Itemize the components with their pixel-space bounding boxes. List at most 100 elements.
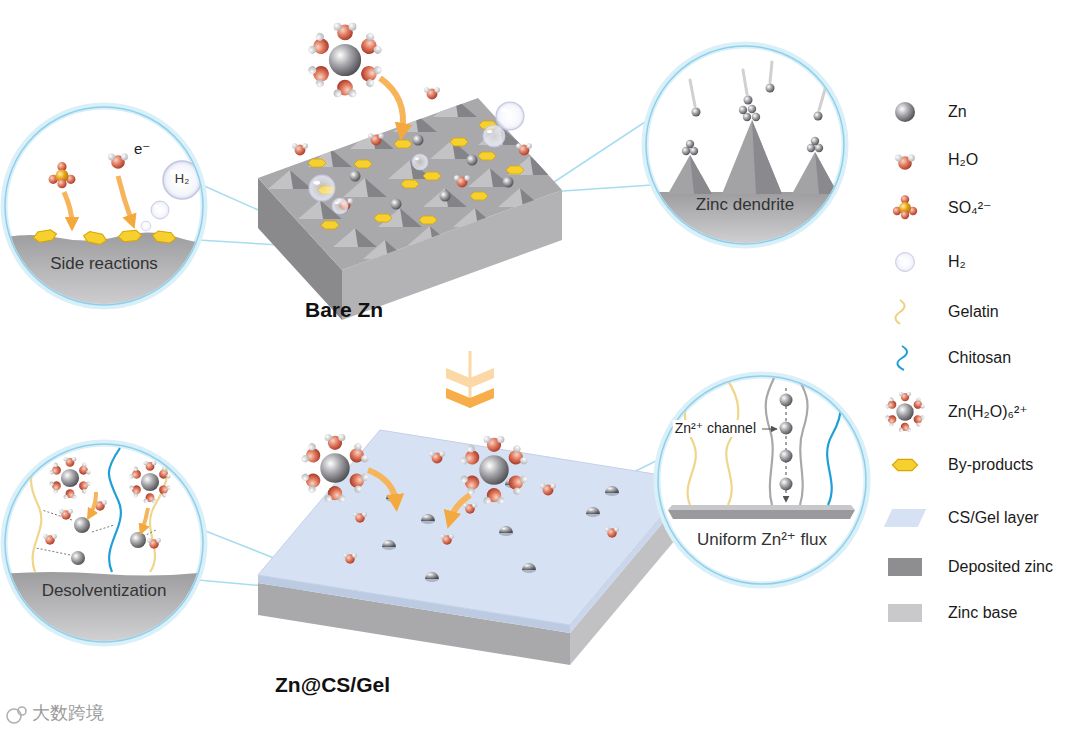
legend-swatch — [884, 509, 926, 527]
callout-circle-ground — [4, 45, 867, 643]
legend-label: By-products — [948, 455, 1033, 475]
desolvation-scene — [74, 517, 90, 533]
ion-channel-scene — [726, 378, 739, 505]
dendrite-scene — [743, 70, 747, 94]
callout-circle-outline — [645, 45, 845, 245]
watermark-logo — [18, 707, 26, 715]
ion-channel-scene — [780, 394, 793, 407]
desolvation-scene — [36, 510, 156, 555]
legend-label: H₂ — [948, 252, 966, 272]
water-molecule — [292, 143, 308, 155]
dendrite-scene — [690, 62, 826, 110]
water-molecule — [424, 87, 440, 99]
bare-zinc-slab — [268, 170, 312, 189]
deposition-arrow — [450, 495, 470, 520]
by-product-flake — [423, 172, 441, 180]
desolvation-scene — [42, 510, 72, 520]
legend-icon — [895, 155, 915, 170]
process-arrow — [469, 351, 472, 408]
callout-title: Desolventization — [42, 581, 167, 601]
by-product-flake — [354, 160, 372, 168]
zinc-atom — [350, 171, 361, 182]
electrode-slab: Bare Zn — [255, 95, 645, 350]
electron-label: e⁻ — [134, 140, 150, 158]
zoom-callout-circle: Side reactions — [4, 106, 204, 306]
dendrite-scene — [640, 62, 852, 252]
water-molecule — [463, 503, 477, 514]
deposited-zinc-grain — [499, 526, 513, 536]
dendrite-scene — [792, 152, 838, 194]
desolvation-scene — [129, 461, 172, 503]
water-molecule — [368, 133, 384, 145]
by-product-flake — [394, 140, 412, 148]
legend-label: Zn(H₂O)₆²⁺ — [948, 402, 1028, 422]
bare-zinc-slab — [268, 98, 552, 259]
hydrogen-bubble — [309, 175, 335, 201]
by-product-flake — [419, 216, 437, 224]
hydrated-zinc-ion — [307, 23, 383, 98]
electrode-slab: Zn@CS/Gel — [255, 410, 695, 710]
desolvation-scene — [43, 534, 57, 545]
ion-channel-scene — [780, 422, 793, 435]
legend-label: Deposited zinc — [948, 557, 1053, 577]
by-product-flake — [308, 121, 524, 229]
callout-title: Side reactions — [50, 254, 158, 274]
water-molecule — [292, 87, 532, 210]
deposition-arrow — [368, 470, 396, 503]
hydrated-zinc-ion — [459, 436, 528, 504]
zoom-callout-circle: Uniform Zn²⁺ flux — [657, 375, 867, 585]
ion-channel-scene — [668, 510, 855, 519]
coated-zinc-slab — [258, 430, 692, 625]
callout-circle-outline — [5, 107, 203, 305]
bare-zinc-slab — [343, 178, 387, 197]
electrode-label: Zn@CS/Gel — [275, 672, 390, 697]
legend-icon — [885, 392, 926, 432]
by-product-flake — [308, 159, 326, 167]
watermark-logo — [7, 707, 26, 723]
coated-zinc-slab — [258, 430, 692, 665]
desolvation-scene — [130, 532, 146, 548]
by-product-flake — [321, 221, 339, 229]
callout-circle-outline — [657, 375, 867, 585]
zoom-callout-circle: Zinc dendrite — [645, 45, 845, 245]
zinc-atom — [503, 177, 514, 188]
legend-icon — [892, 459, 917, 470]
bare-zinc-slab — [423, 188, 467, 207]
side-reaction-scene — [118, 230, 142, 242]
side-reaction-scene — [64, 192, 72, 224]
hydrogen-bubble — [496, 102, 524, 130]
callout-circle-outline — [4, 443, 204, 643]
desolvation-scene — [49, 457, 92, 499]
dendrite-scene — [752, 120, 782, 194]
desolvation-scene — [36, 548, 70, 555]
legend-label: H₂O — [948, 150, 978, 170]
legend-label: Zinc base — [948, 603, 1017, 623]
side-reaction-scene — [108, 154, 128, 169]
watermark-logo — [7, 709, 21, 723]
desolvation-scene — [71, 551, 85, 565]
dendrite-scene — [739, 106, 747, 114]
deposited-zinc-grain — [586, 507, 600, 517]
legend-icon — [895, 102, 915, 122]
legend-icon — [885, 102, 926, 471]
bare-zinc-slab — [333, 228, 377, 247]
deposited-zinc-grain — [522, 563, 536, 573]
dendrite-scene — [811, 137, 819, 145]
side-reaction-scene — [141, 221, 151, 231]
deposition-arrow — [380, 78, 403, 132]
dendrite-scene — [722, 120, 782, 194]
water-molecule — [454, 175, 470, 187]
ion-channel-scene — [762, 428, 777, 429]
legend-label: Gelatin — [948, 302, 999, 322]
legend-label: Zn — [948, 102, 967, 122]
watermark: 大数跨境 — [32, 703, 104, 725]
desolvation-scene — [109, 448, 121, 572]
legend-icon — [896, 253, 915, 272]
bare-zinc-slab — [308, 148, 352, 167]
dendrite-scene — [766, 84, 775, 93]
ion-channel-scene — [780, 450, 793, 463]
by-product-flake — [506, 166, 524, 174]
desolvation-scene — [142, 508, 148, 530]
